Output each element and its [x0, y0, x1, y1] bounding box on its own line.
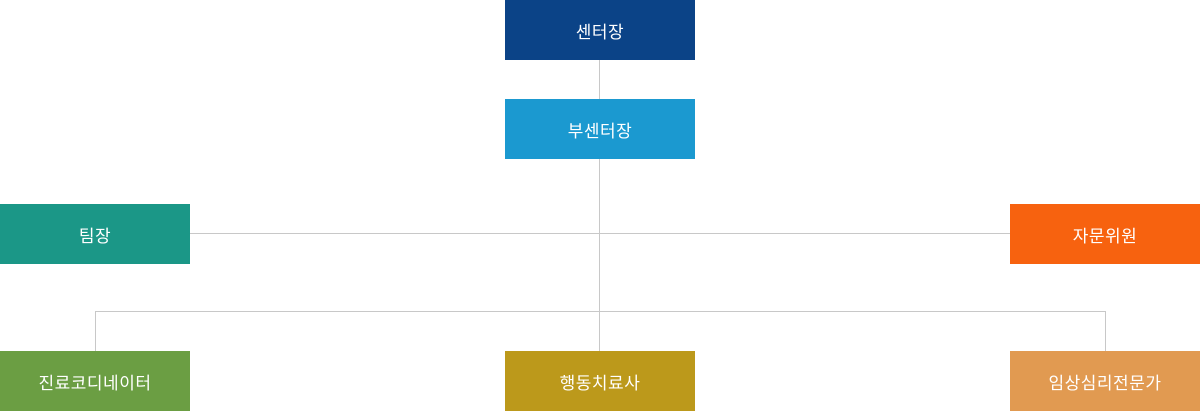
advisory-committee-label: 자문위원 — [1072, 226, 1138, 247]
deputy-director-label: 부센터장 — [567, 121, 633, 142]
connector-deputy-trunk — [599, 159, 600, 351]
advisory-committee-box: 자문위원 — [1010, 204, 1200, 264]
behavior-therapist-box: 행동치료사 — [505, 351, 695, 411]
clinical-psychologist-label: 임상심리전문가 — [1048, 373, 1162, 394]
care-coordinator-label: 진료코디네이터 — [38, 373, 152, 394]
director-box: 센터장 — [505, 0, 695, 60]
connector-bottom-branch — [95, 311, 1106, 312]
behavior-therapist-label: 행동치료사 — [559, 373, 641, 394]
team-leader-box: 팀장 — [0, 204, 190, 264]
team-leader-label: 팀장 — [78, 226, 112, 247]
connector-branch-left — [95, 311, 96, 351]
connector-team-advisory — [190, 233, 1010, 234]
connector-director-deputy — [599, 60, 600, 99]
deputy-director-box: 부센터장 — [505, 99, 695, 159]
clinical-psychologist-box: 임상심리전문가 — [1010, 351, 1200, 411]
care-coordinator-box: 진료코디네이터 — [0, 351, 190, 411]
connector-branch-right — [1105, 311, 1106, 351]
director-label: 센터장 — [575, 22, 625, 43]
